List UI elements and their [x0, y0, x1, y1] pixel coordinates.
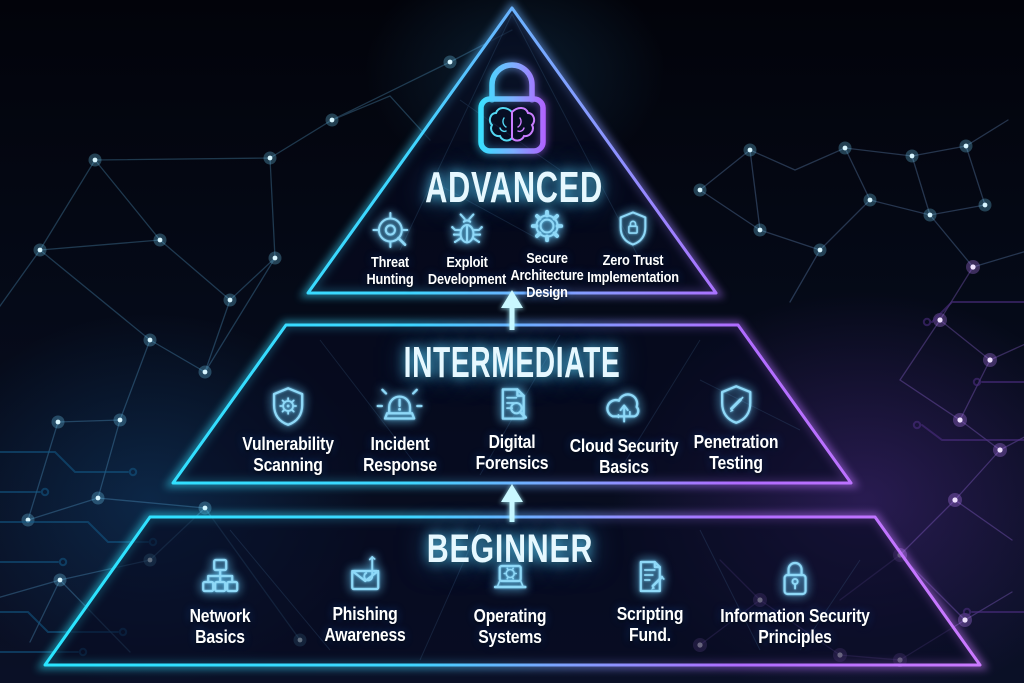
label-line: Operating [473, 605, 547, 626]
label-line: Threat [371, 254, 409, 271]
label-line: Digital [488, 431, 536, 452]
padlock-icon [783, 561, 807, 596]
label-line: Fund. [629, 623, 671, 645]
phishing-email-icon [350, 556, 380, 591]
laptop-gear-icon [493, 564, 527, 589]
pyramid-item-threat-hunting: Threat Hunting [362, 208, 417, 289]
pyramid-item-vulnerability-scanning: Vulnerability Scanning [234, 381, 342, 475]
label-line: Implementation [587, 268, 679, 286]
crosshair-target-icon [372, 212, 408, 248]
label-line: Hunting [366, 270, 414, 288]
pyramid-item-incident-response: Incident Response [357, 381, 444, 475]
item-label: Vulnerability Scanning [242, 433, 334, 475]
pyramid-item-network-basics: Network Basics [184, 555, 256, 647]
pyramid-item-exploit-development: Exploit Development [421, 208, 513, 289]
pyramid-item-zero-trust-implementation: Zero Trust Implementation [579, 206, 687, 287]
label-line: Network [189, 605, 251, 626]
item-label: Exploit Development [427, 254, 507, 289]
label-line: Architecture [510, 266, 584, 284]
document-magnifier-icon [501, 388, 527, 420]
up-arrow-icon [500, 290, 524, 330]
cloud-upload-icon [606, 393, 640, 423]
label-line: Information Security [720, 605, 870, 626]
item-label: Zero Trust Implementation [587, 252, 679, 287]
label-line: Cloud Security [569, 435, 679, 456]
label-line: Basics [599, 455, 649, 477]
beginner-band [36, 512, 989, 670]
level-title-beginner: BEGINNER [426, 527, 594, 571]
alarm-siren-icon [376, 388, 424, 420]
item-label: Threat Hunting [366, 254, 414, 289]
item-label: Secure Architecture Design [510, 250, 584, 301]
gear-icon [530, 209, 564, 243]
label-line: Design [526, 283, 568, 301]
label-line: Development [427, 270, 507, 288]
pyramid-item-secure-architecture-design: Secure Architecture Design [504, 204, 590, 301]
label-line: Incident [370, 433, 430, 454]
pyramid-item-information-security-principles: Information Security Principles [707, 555, 883, 647]
label-line: Phishing [332, 603, 398, 624]
item-label: Network Basics [189, 605, 251, 647]
label-line: Awareness [324, 623, 406, 645]
label-line: Penetration [693, 431, 779, 452]
item-label: Phishing Awareness [324, 603, 406, 645]
item-label: Operating Systems [473, 605, 547, 647]
label-line: Basics [195, 625, 245, 647]
level-title-intermediate: INTERMEDIATE [403, 338, 621, 387]
shield-lock-icon [619, 211, 647, 246]
item-label: Penetration Testing [693, 431, 779, 473]
item-label: Cloud Security Basics [569, 435, 679, 477]
label-line: Scanning [253, 453, 323, 475]
label-line: Scripting [616, 603, 684, 624]
pyramid-item-phishing-awareness: Phishing Awareness [317, 553, 413, 645]
pyramid-item-scripting-fundamentals: Scripting Fund. [611, 553, 689, 645]
pyramid-item-digital-forensics: Digital Forensics [469, 379, 555, 473]
bug-icon [451, 213, 483, 244]
label-line: Testing [709, 451, 763, 473]
item-label: Information Security Principles [720, 605, 870, 647]
item-label: Incident Response [363, 433, 437, 475]
pyramid-item-cloud-security-basics: Cloud Security Basics [560, 383, 688, 477]
label-line: Exploit [446, 254, 488, 271]
pyramid-item-penetration-testing: Penetration Testing [686, 379, 786, 473]
label-line: Response [363, 453, 437, 475]
label-line: Forensics [475, 451, 549, 473]
item-label: Scripting Fund. [616, 603, 684, 645]
item-label: Digital Forensics [475, 431, 549, 473]
up-arrow-icon [500, 484, 524, 522]
document-pencil-icon [639, 560, 665, 593]
circuit-traces-right [912, 301, 1024, 617]
shield-virus-icon [272, 387, 304, 426]
pyramid-item-operating-systems: Operating Systems [467, 555, 553, 647]
shield-pen-icon [720, 385, 752, 424]
network-tree-icon [201, 558, 239, 593]
label-line: Principles [758, 625, 832, 647]
brain-lock-icon [477, 61, 547, 155]
label-line: Vulnerability [242, 433, 334, 454]
label-line: Secure [526, 250, 568, 267]
label-line: Zero Trust [602, 252, 664, 269]
label-line: Systems [478, 625, 542, 647]
level-title-advanced: ADVANCED [425, 163, 603, 212]
